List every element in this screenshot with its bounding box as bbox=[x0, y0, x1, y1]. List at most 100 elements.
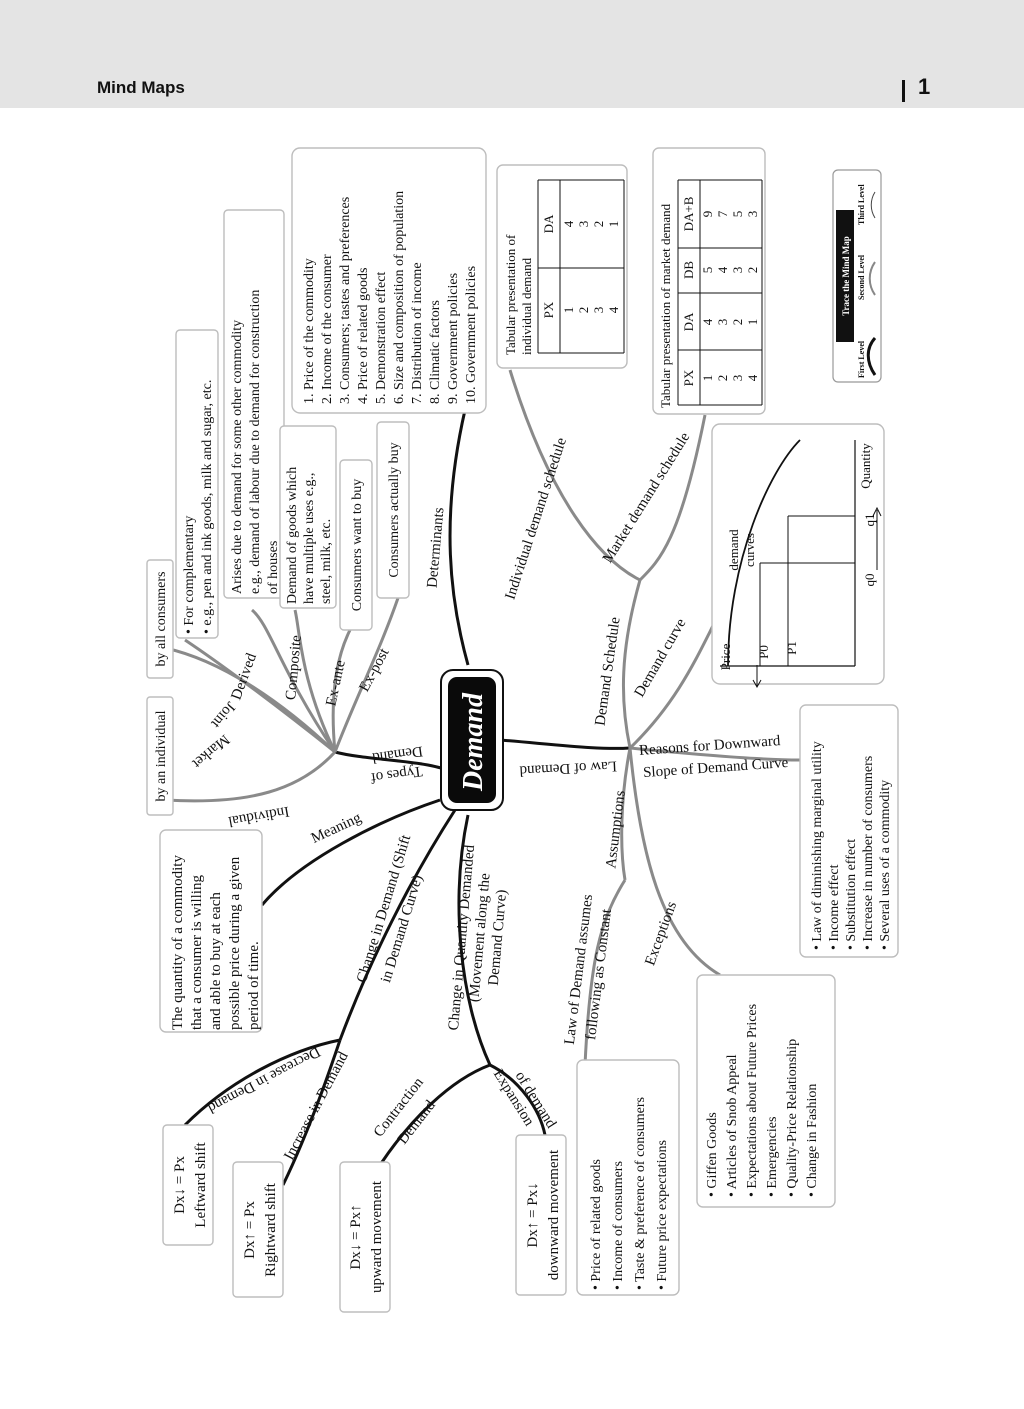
graph-q0: q0 bbox=[862, 574, 877, 587]
expansion-box-line-2: downward movement bbox=[546, 1149, 562, 1280]
derived-box-line-1: Arises due to demand for some other comm… bbox=[230, 320, 245, 594]
mkt-cell: 3 bbox=[715, 319, 730, 326]
composite-box-line-3: steel, milk, etc. bbox=[319, 519, 334, 604]
ex-ante-type-label: Ex-ante bbox=[323, 658, 348, 707]
reason-item: • Substitution effect bbox=[844, 839, 859, 950]
determinants-box: 1. Price of the commodity 2. Income of t… bbox=[291, 147, 487, 414]
exception-item: • Change in Fashion bbox=[805, 1084, 820, 1197]
mkt-header-dab: DA+B bbox=[681, 196, 696, 231]
exception-item: • Quality-Price Relationship bbox=[785, 1039, 800, 1197]
graph-q1: q1 bbox=[862, 514, 877, 527]
assumption-item: • Future price expectations bbox=[655, 1140, 670, 1290]
ind-cell: 4 bbox=[561, 220, 576, 227]
header-divider bbox=[902, 80, 905, 102]
mkt-cell: 2 bbox=[730, 319, 745, 326]
composite-box-line-2: have multiple uses e.g., bbox=[302, 473, 317, 604]
determinant-item-10: 10. Government policies bbox=[464, 266, 479, 404]
determinant-item-7: 7. Distribution of income bbox=[410, 262, 425, 404]
exception-item: • Articles of Snob Appeal bbox=[725, 1054, 740, 1197]
assumption-item: • Taste & preference of consumers bbox=[633, 1097, 648, 1290]
market-table-cells: 1 2 3 4 4 3 2 1 5 4 3 2 9 7 5 3 bbox=[700, 210, 760, 381]
determinant-item-6: 6. Size and composition of population bbox=[392, 191, 407, 404]
mkt-cell: 3 bbox=[730, 267, 745, 274]
derived-box-line-3: of houses bbox=[266, 541, 281, 594]
decrease-box-line-1: Dx↓ = Px bbox=[172, 1156, 188, 1214]
determinant-item-5: 5. Demonstration effect bbox=[374, 272, 389, 404]
law-label: Law of Demand bbox=[519, 757, 618, 778]
page-number: 1 bbox=[918, 74, 931, 99]
increase-box-line-1: Dx↑ = Px bbox=[242, 1201, 258, 1259]
mkt-header-db: DB bbox=[681, 261, 696, 279]
trace-second-level: Second Level bbox=[857, 254, 866, 300]
joint-type-label: Joint bbox=[207, 698, 239, 731]
ind-header-da: DA bbox=[541, 214, 556, 233]
demand-curve-graph: Price Quantity demand curves P0 P1 q0 q1 bbox=[711, 423, 885, 689]
meaning-line: possible price during a given bbox=[227, 856, 243, 1030]
composite-box-line-1: Demand of goods which bbox=[285, 467, 300, 604]
graph-y-axis: Price bbox=[718, 643, 733, 670]
meaning-line: that a consumer is willing bbox=[189, 875, 205, 1030]
shift-movement-boxes: Dx↓ = Px Leftward shift Dx↑ = Px Rightwa… bbox=[162, 1124, 567, 1313]
increase-box-line-2: Rightward shift bbox=[263, 1182, 279, 1277]
determinant-item-4: 4. Price of related goods bbox=[356, 268, 371, 404]
mkt-cell: 9 bbox=[700, 211, 715, 218]
assumptions-label: Assumptions bbox=[603, 790, 628, 870]
reasons-label-2: Slope of Demand Curve bbox=[643, 755, 789, 781]
mkt-cell: 2 bbox=[745, 267, 760, 274]
graph-arrow-right-icon bbox=[872, 506, 882, 570]
individual-schedule-label: Individual demand schedule bbox=[502, 436, 570, 602]
market-demand-table: Tabular presentation of market demand PX… bbox=[652, 147, 766, 415]
meaning-line: period of time. bbox=[246, 941, 262, 1030]
mkt-cell: 1 bbox=[745, 319, 760, 326]
exception-item: • Giffen Goods bbox=[705, 1112, 720, 1197]
reason-item: • Increase in number of consumers bbox=[861, 756, 876, 950]
ind-cell: 1 bbox=[606, 221, 621, 228]
types-boxes: by an individual by all consumers • For … bbox=[146, 209, 410, 816]
exceptions-label: Exceptions bbox=[642, 899, 680, 967]
ex-ante-box-text: Consumers want to buy bbox=[350, 479, 365, 612]
graph-p1: P1 bbox=[784, 641, 799, 655]
reason-item: • Law of diminishing marginal utility bbox=[810, 741, 825, 950]
reason-item: • Income effect bbox=[827, 864, 842, 950]
meaning-label: Meaning bbox=[309, 810, 365, 847]
ex-post-type-label: Ex-post bbox=[356, 645, 392, 694]
graph-arrow-down-icon bbox=[752, 665, 762, 689]
determinant-item-8: 8. Climatic factors bbox=[428, 300, 443, 404]
mkt-cell: 3 bbox=[730, 375, 745, 382]
mkt-cell: 4 bbox=[700, 318, 715, 325]
trace-third-level: Third Level bbox=[857, 184, 866, 225]
expansion-box-line-1: Dx↑ = Px↓ bbox=[525, 1182, 541, 1247]
graph-curve-label-2: curves bbox=[742, 533, 757, 567]
graph-curve-label-1: demand bbox=[726, 529, 741, 571]
market-box-text: by all consumers bbox=[154, 572, 169, 667]
market-schedule-label: Market demand schedule bbox=[600, 429, 694, 566]
center-label: Demand bbox=[458, 692, 489, 792]
trace-first-level: First Level bbox=[857, 340, 866, 378]
schedule-label: Demand Schedule bbox=[592, 616, 623, 727]
branch-labels: Types of Demand Determinants Law of Dema… bbox=[188, 429, 789, 1162]
determinant-item-1: 1. Price of the commodity bbox=[302, 258, 317, 404]
connector-lines bbox=[164, 369, 801, 1186]
mkt-cell: 7 bbox=[715, 210, 730, 217]
individual-box-text: by an individual bbox=[154, 710, 169, 801]
individual-demand-table: Tabular presentation of individual deman… bbox=[496, 164, 628, 369]
meaning-line: The quantity of a commodity bbox=[170, 855, 186, 1030]
types-label-2: Demand bbox=[371, 743, 424, 766]
joint-box-line-2: • e.g., pen and ink goods, milk and suga… bbox=[200, 380, 215, 634]
exception-item: • Expectations about Future Prices bbox=[745, 1004, 760, 1197]
individual-table-caption-1: Tabular presentation of bbox=[503, 234, 518, 355]
mkt-cell: 2 bbox=[715, 375, 730, 382]
exceptions-box: • Giffen Goods • Articles of Snob Appeal… bbox=[696, 974, 836, 1208]
derived-box-line-2: e.g., demand of labour due to demand for… bbox=[248, 290, 263, 594]
graph-p0: P0 bbox=[756, 645, 771, 659]
contraction-box-line-1: Dx↓ = Px↑ bbox=[348, 1204, 364, 1269]
mkt-header-px: PX bbox=[681, 369, 696, 386]
reason-item: • Several uses of a commodity bbox=[878, 780, 893, 950]
individual-table-caption-2: individual demand bbox=[519, 257, 534, 355]
section-title: Mind Maps bbox=[97, 78, 185, 97]
ind-cell: 4 bbox=[606, 306, 621, 313]
assumption-item: • Price of related goods bbox=[589, 1159, 604, 1290]
mkt-cell: 4 bbox=[715, 266, 730, 273]
market-type-label: Market bbox=[188, 731, 232, 772]
mkt-cell: 5 bbox=[700, 267, 715, 274]
